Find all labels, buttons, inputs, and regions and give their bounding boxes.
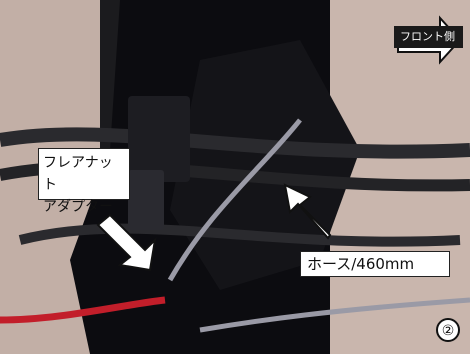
arrow-hose-icon xyxy=(283,183,332,240)
hose-length-label: ホース/460mm xyxy=(300,251,450,277)
step-number-badge: ② xyxy=(436,318,460,342)
front-side-tag: フロント側 xyxy=(394,26,463,48)
arrow-adapter-icon xyxy=(96,213,157,272)
flare-nut-adapter-label: フレアナット アダプター xyxy=(38,148,130,215)
